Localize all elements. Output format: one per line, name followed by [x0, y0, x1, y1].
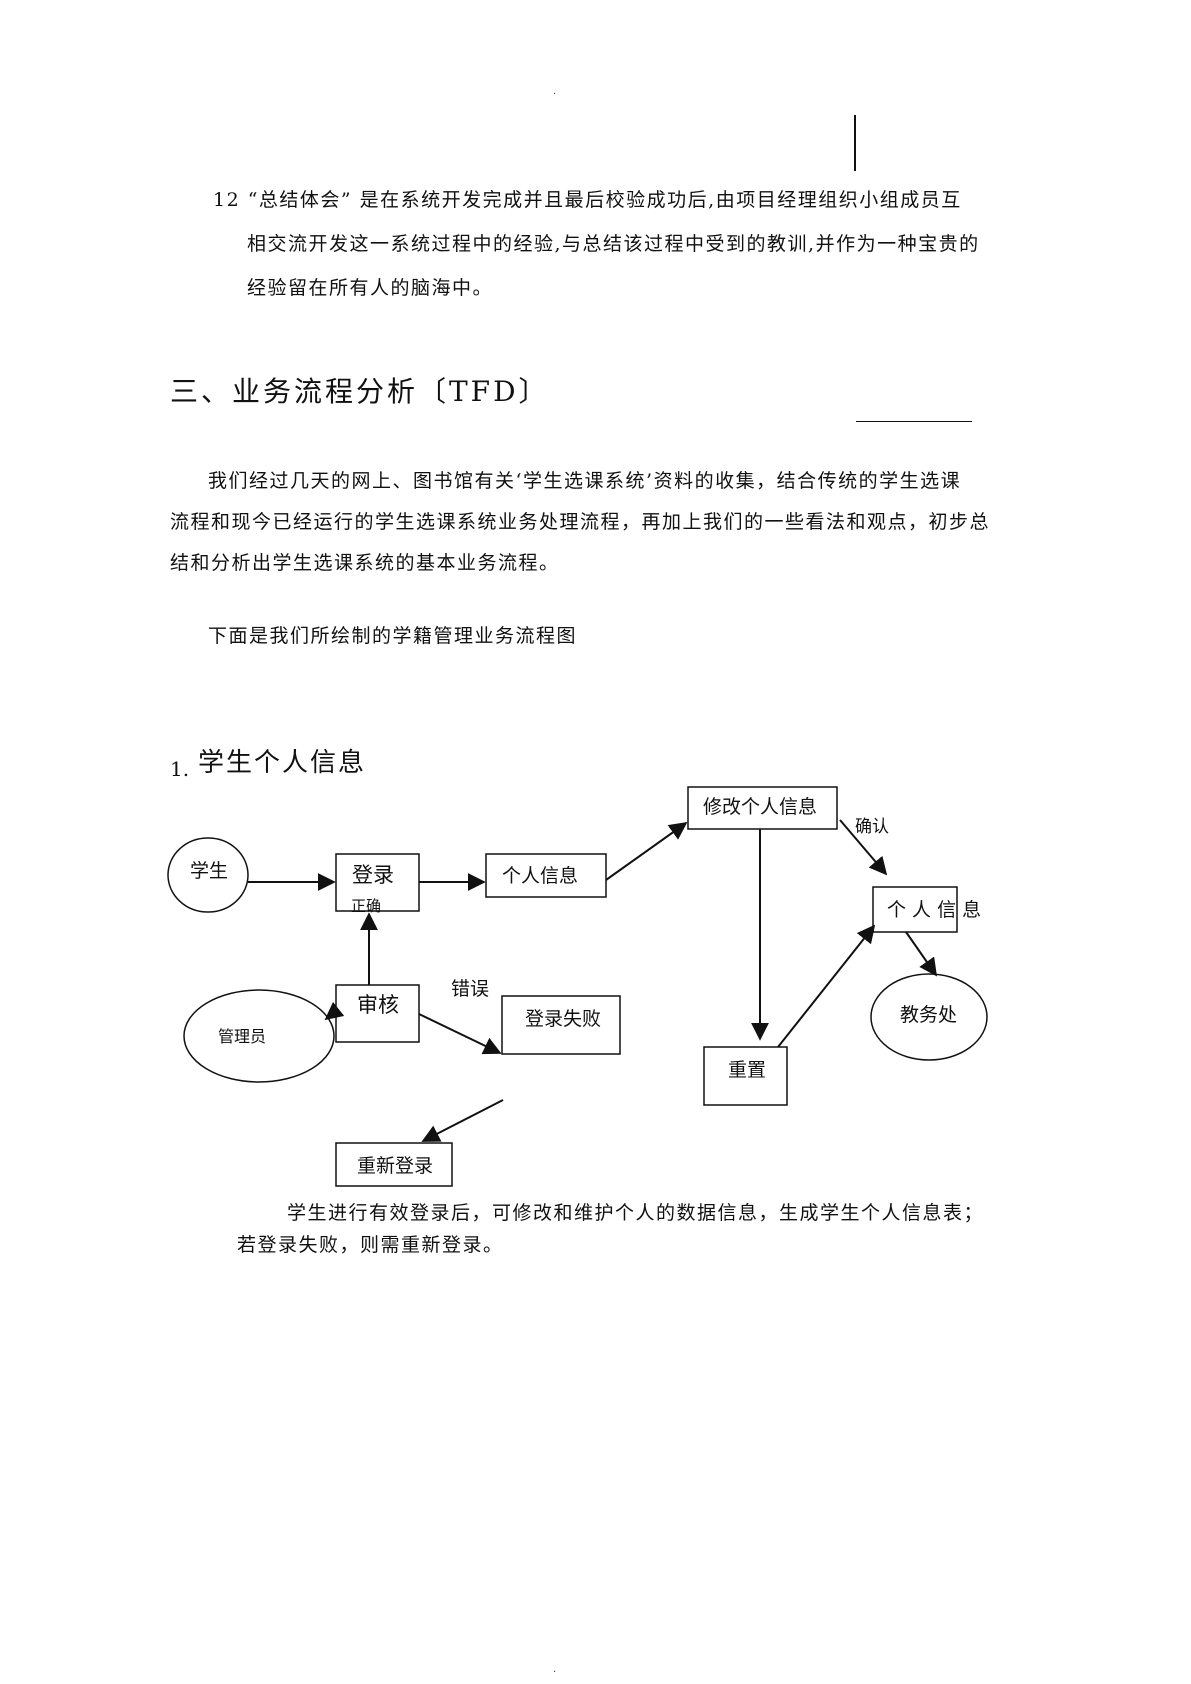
reset-label: 重置	[728, 1059, 766, 1081]
intro-line-1: 我们经过几天的网上、图书馆有关‘学生选课系统’资料的收集，结合传统的学生选课	[208, 470, 962, 492]
login-failed-box	[501, 995, 621, 1055]
modify-info-label: 修改个人信息	[703, 796, 817, 818]
caption-line-2: 若登录失败，则需重新登录。	[237, 1234, 504, 1256]
arrow-personal-info-to-modify	[605, 821, 688, 881]
relogin-box	[335, 1142, 453, 1187]
margin-rule-vertical	[854, 115, 856, 171]
academic-office-label: 教务处	[900, 1004, 957, 1026]
item-12-line-1: 12 “总结体会” 是在系统开发完成并且最后校验成功后,由项目经理组织小组成员互	[213, 189, 962, 211]
caption-line-1: 学生进行有效登录后，可修改和维护个人的数据信息，生成学生个人信息表；	[287, 1202, 985, 1224]
section-3-title: 三、业务流程分析〔TFD〕	[170, 375, 550, 408]
arrow-personal-info-2-to-office	[905, 931, 938, 977]
page-bottom-dot: .	[553, 1664, 557, 1675]
page-top-dot: .	[553, 86, 557, 97]
admin-node	[183, 989, 335, 1083]
admin-label: 管理员	[218, 1027, 266, 1046]
personal-info-box-2	[872, 886, 958, 933]
diagram-lead-text: 下面是我们所绘制的学籍管理业务流程图	[208, 625, 578, 647]
student-label: 学生	[190, 860, 228, 882]
reset-box	[703, 1046, 788, 1106]
arrow-confirm-to-personal-info-2	[839, 819, 888, 876]
subsection-number: 1.	[170, 757, 190, 781]
modify-info-box	[687, 786, 838, 830]
item-12-line-3: 经验留在所有人的脑海中。	[247, 277, 494, 299]
arrow-to-relogin	[421, 1099, 504, 1142]
relogin-label: 重新登录	[357, 1155, 433, 1177]
correct-label: 正确	[351, 897, 381, 915]
personal-info-box	[485, 853, 607, 898]
login-failed-label: 登录失败	[525, 1008, 601, 1030]
intro-line-3: 结和分析出学生选课系统的基本业务流程。	[170, 552, 560, 574]
intro-line-2: 流程和现今已经运行的学生选课系统业务处理流程，再加上我们的一些看法和观点，初步总	[170, 511, 991, 533]
personal-info-label: 个人信息	[502, 865, 578, 887]
confirm-label: 确认	[855, 817, 889, 837]
item-12-line-2: 相交流开发这一系统过程中的经验,与总结该过程中受到的教训,并作为一种宝贵的	[247, 233, 980, 255]
arrow-reset-to-personal-info-2	[777, 924, 876, 1048]
personal-info-2-label: 个 人 信 息	[887, 899, 981, 921]
audit-label: 审核	[357, 993, 399, 1017]
subsection-title: 学生个人信息	[198, 748, 367, 778]
heading-rule	[856, 421, 972, 422]
login-label: 登录	[352, 863, 394, 887]
arrow-audit-to-login-failed	[418, 1013, 502, 1055]
error-label: 错误	[451, 978, 489, 1000]
arrow-audit-to-admin	[324, 1001, 345, 1021]
student-node	[167, 837, 249, 913]
